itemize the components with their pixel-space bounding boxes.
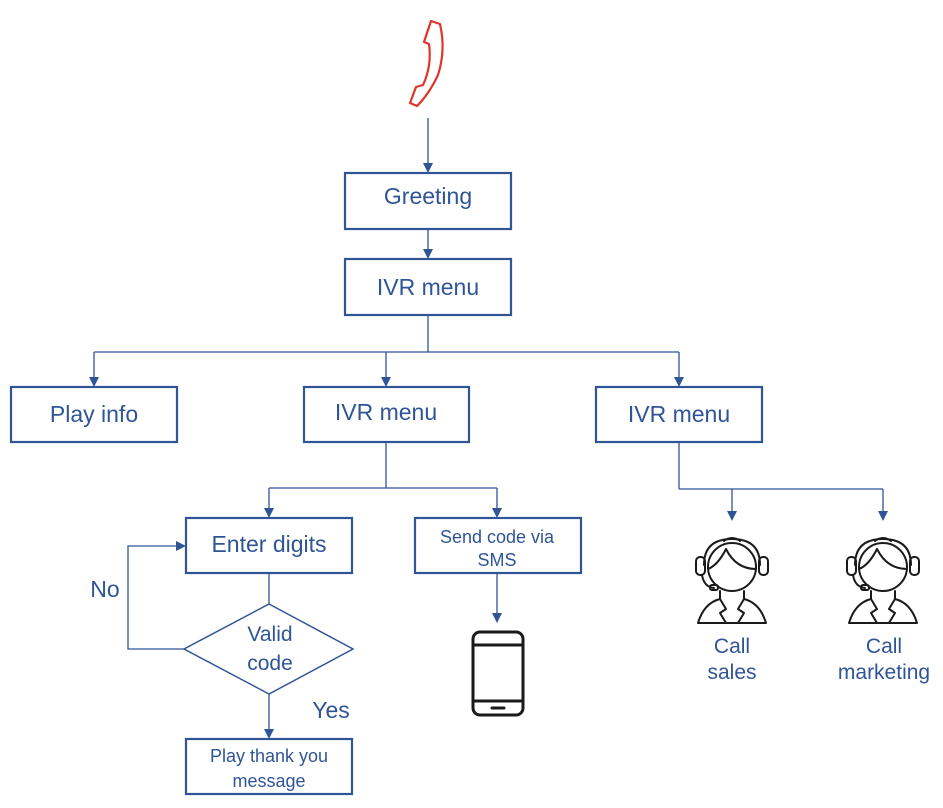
connector-sms-to-phone (492, 574, 502, 623)
greeting-label: Greeting (384, 183, 472, 209)
play-info-node[interactable]: Play info (9, 385, 179, 444)
smartphone-icon (471, 630, 525, 717)
valid-code-label-line1: Valid (247, 623, 292, 646)
call-marketing-label-line2: marketing (838, 661, 930, 684)
ivr-menu-right-node[interactable]: IVR menu (594, 385, 764, 444)
call-marketing-node[interactable]: Call marketing (838, 635, 930, 684)
no-label: No (90, 576, 119, 602)
yes-label: Yes (312, 697, 350, 723)
ivr-menu-main-node[interactable]: IVR menu (343, 257, 513, 317)
connector-ivr-right-branches (678, 443, 888, 521)
call-marketing-label-line1: Call (866, 635, 902, 658)
send-code-sms-node[interactable]: Send code via SMS (413, 516, 583, 575)
call-sales-label-line1: Call (714, 635, 750, 658)
thank-you-label-line2: message (232, 771, 305, 791)
connector-ivr-main-branches (89, 316, 684, 387)
call-marketing-agent-icon (846, 537, 920, 624)
enter-digits-node[interactable]: Enter digits (184, 516, 354, 575)
play-info-label: Play info (50, 401, 138, 427)
send-sms-label-line1: Send code via (440, 527, 555, 547)
connector-no-loop (127, 541, 186, 650)
call-sales-agent-icon (695, 537, 769, 624)
valid-code-label-line2: code (247, 652, 293, 675)
play-thank-you-node[interactable]: Play thank you message (184, 737, 354, 796)
connector-ivr-mid-branches (264, 443, 502, 518)
ivr-menu-mid-label: IVR menu (335, 399, 437, 425)
phone-handset-icon (408, 19, 444, 108)
connector-yes (264, 694, 274, 739)
connector-phone-to-greeting (423, 118, 433, 173)
thank-you-label-line1: Play thank you (210, 746, 328, 766)
call-sales-label-line2: sales (707, 661, 756, 684)
call-sales-node[interactable]: Call sales (707, 635, 756, 684)
ivr-menu-main-label: IVR menu (377, 274, 479, 300)
greeting-node[interactable]: Greeting (343, 171, 513, 231)
ivr-menu-right-label: IVR menu (628, 401, 730, 427)
send-sms-label-line2: SMS (477, 550, 516, 570)
ivr-menu-mid-node[interactable]: IVR menu (302, 385, 471, 444)
enter-digits-label: Enter digits (211, 531, 326, 557)
valid-code-decision[interactable]: Valid code (182, 603, 355, 695)
connector-greeting-to-ivr (423, 230, 433, 259)
